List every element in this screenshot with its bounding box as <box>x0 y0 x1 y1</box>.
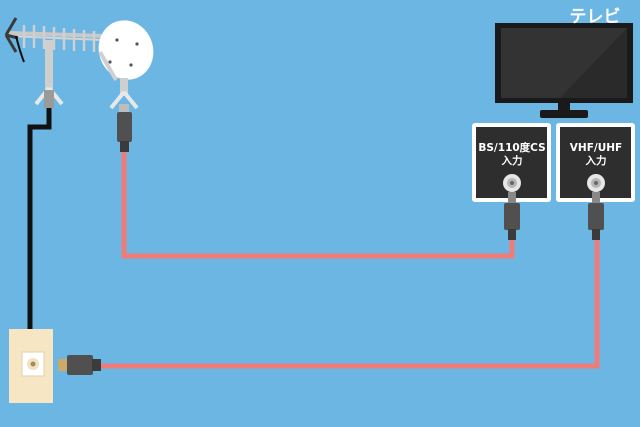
tv-title: テレビ <box>569 7 621 27</box>
vhf-uhf-port-plug-icon <box>588 192 604 240</box>
bs-cs-cable <box>121 150 515 259</box>
bs-cs-input-panel <box>472 123 551 202</box>
bs-cs-input-label: BS/110度CS 入力 <box>478 142 546 167</box>
uhf-antenna-icon <box>4 17 105 108</box>
bs-dish-antenna-icon <box>98 20 154 112</box>
antenna-feed-cable <box>27 108 52 335</box>
vhf-uhf-input-label: VHF/UHF 入力 <box>569 142 623 167</box>
tv-icon <box>495 23 633 118</box>
vhf-uhf-cable <box>98 238 600 369</box>
bs-cable-plug-icon <box>117 112 132 152</box>
wall-outlet-icon <box>9 329 53 403</box>
vhf-uhf-input-panel <box>556 123 635 202</box>
outlet-cable-plug-icon <box>58 355 101 375</box>
bs-cs-port-plug-icon <box>504 192 520 240</box>
